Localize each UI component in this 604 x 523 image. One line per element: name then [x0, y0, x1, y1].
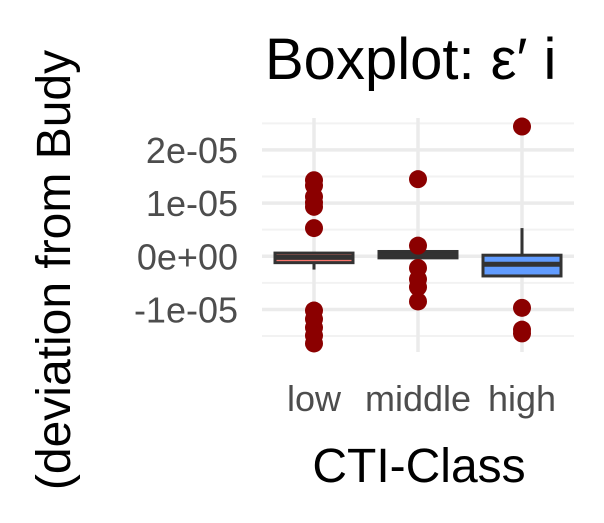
- x-axis-ticks: low middle high: [287, 378, 556, 419]
- outlier-point: [409, 292, 427, 311]
- y-tick-label: 0e+00: [137, 236, 238, 277]
- x-tick-label-middle: middle: [365, 378, 471, 419]
- box-middle: [377, 170, 459, 311]
- outlier-point: [513, 117, 531, 136]
- y-axis-title: (deviation from Budy: [28, 50, 81, 490]
- y-tick-label: 2e-05: [146, 130, 238, 171]
- x-axis-title: CTI-Class: [312, 440, 525, 493]
- outlier-point: [409, 278, 427, 297]
- chart-title: Boxplot: ε′ i: [265, 27, 556, 92]
- outlier-point: [513, 324, 531, 343]
- outlier-point: [305, 219, 323, 238]
- outlier-point: [305, 197, 323, 216]
- y-tick-label: -1e-05: [134, 289, 238, 330]
- y-tick-label: 1e-05: [146, 183, 238, 224]
- x-tick-label-high: high: [488, 378, 556, 419]
- outlier-point: [409, 236, 427, 255]
- outlier-point: [513, 298, 531, 317]
- box-low: [273, 171, 355, 353]
- outlier-point: [409, 170, 427, 189]
- box-high: [481, 117, 563, 343]
- boxes: [273, 117, 563, 353]
- x-tick-label-low: low: [287, 378, 342, 419]
- outlier-point: [305, 334, 323, 353]
- y-axis-ticks: -1e-05 0e+00 1e-05 2e-05: [134, 130, 238, 331]
